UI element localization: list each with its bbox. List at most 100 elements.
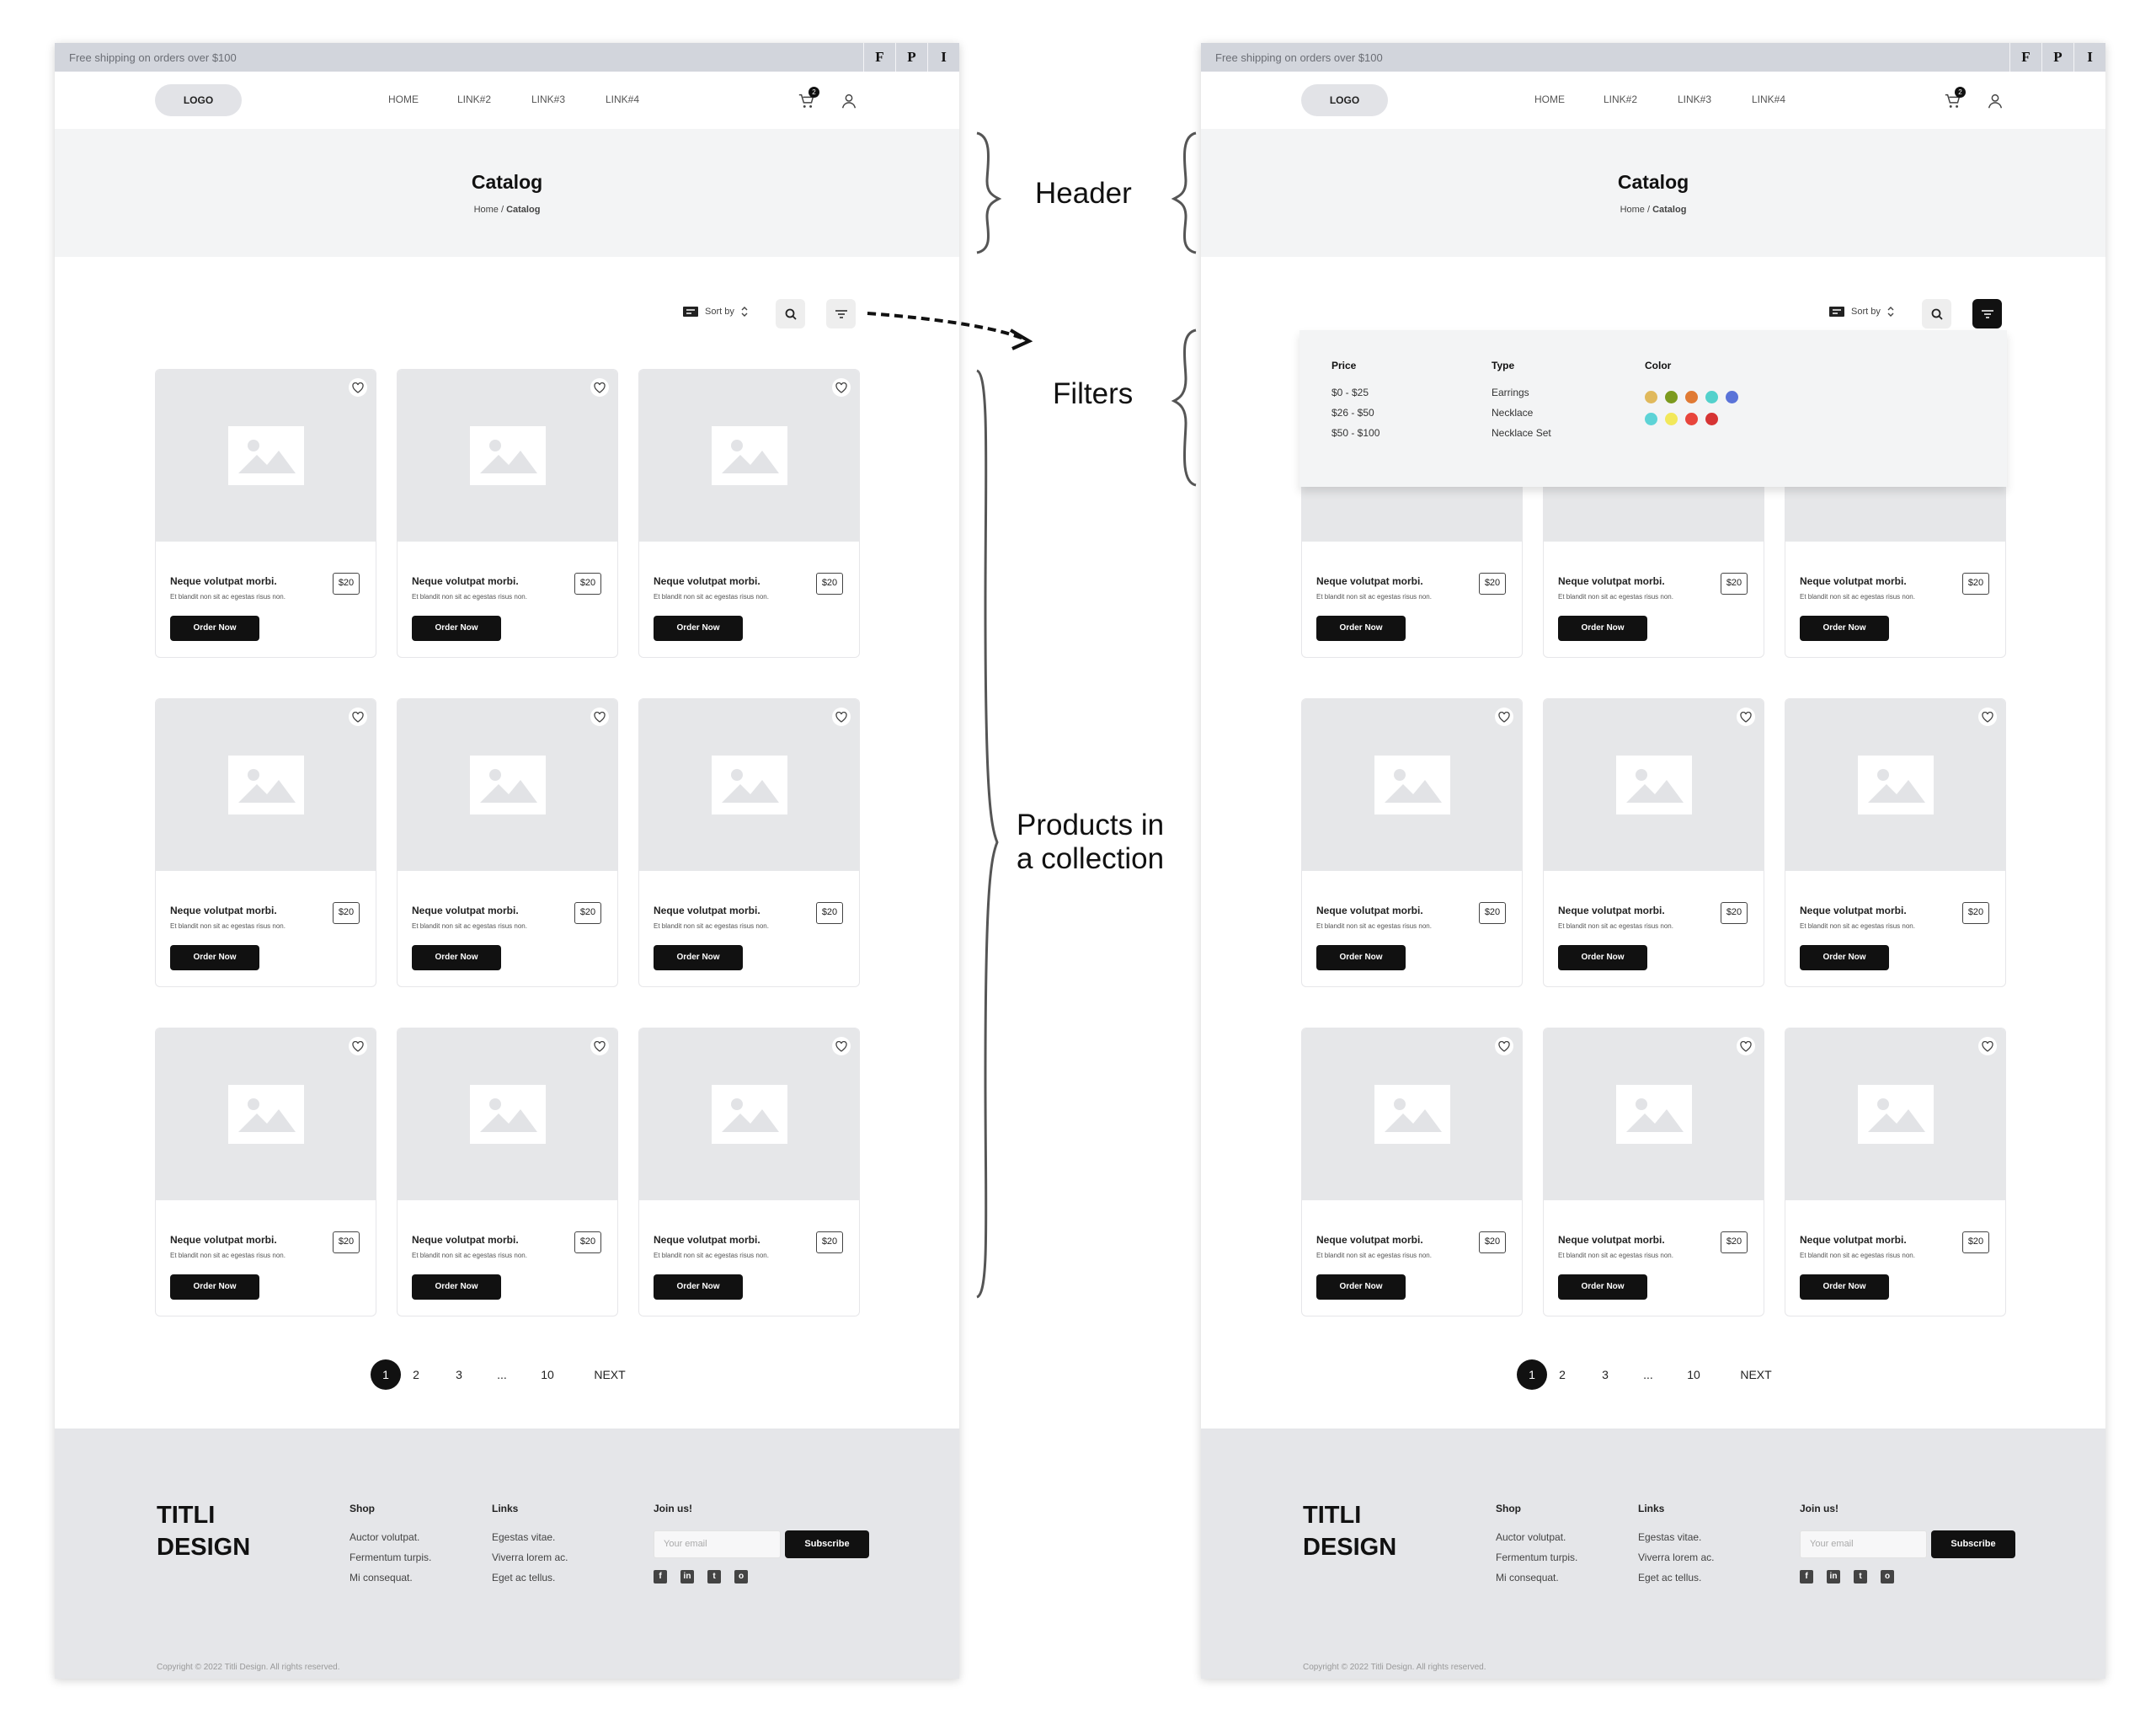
logo[interactable]: LOGO: [1301, 84, 1388, 116]
filter-button[interactable]: [1972, 299, 2002, 328]
color-swatch[interactable]: [1665, 391, 1678, 403]
footer-link[interactable]: Eget ac tellus.: [492, 1572, 556, 1583]
color-swatch[interactable]: [1705, 391, 1718, 403]
wishlist-heart-icon[interactable]: [1495, 708, 1513, 726]
product-card[interactable]: Neque volutpat morbi. Et blandit non sit…: [397, 369, 618, 658]
page-button-1[interactable]: 1: [371, 1359, 401, 1390]
color-swatch[interactable]: [1726, 391, 1738, 403]
wishlist-heart-icon[interactable]: [1978, 708, 1997, 726]
order-now-button[interactable]: Order Now: [1316, 616, 1406, 641]
linkedin-icon[interactable]: in: [1827, 1570, 1840, 1583]
nav-link-3[interactable]: LINK#3: [1678, 93, 1712, 105]
product-image[interactable]: [398, 699, 617, 871]
email-field[interactable]: Your email: [654, 1530, 781, 1558]
search-button[interactable]: [776, 299, 805, 328]
sort-dropdown[interactable]: Sort by: [682, 305, 749, 318]
instagram-icon[interactable]: o: [734, 1570, 748, 1583]
subscribe-button[interactable]: Subscribe: [1931, 1530, 2015, 1558]
wishlist-heart-icon[interactable]: [1737, 1037, 1755, 1055]
page-button-10[interactable]: 10: [541, 1368, 554, 1381]
product-image[interactable]: [1544, 1028, 1764, 1200]
color-swatch[interactable]: [1665, 413, 1678, 425]
order-now-button[interactable]: Order Now: [412, 1274, 501, 1300]
product-image[interactable]: [398, 370, 617, 542]
footer-shop-link[interactable]: Mi consequat.: [1496, 1572, 1559, 1583]
order-now-button[interactable]: Order Now: [170, 1274, 259, 1300]
product-image[interactable]: [639, 1028, 859, 1200]
price-option[interactable]: $0 - $25: [1331, 387, 1369, 398]
order-now-button[interactable]: Order Now: [654, 616, 743, 641]
product-image[interactable]: [1785, 1028, 2005, 1200]
sort-dropdown[interactable]: Sort by: [1828, 305, 1895, 318]
wishlist-heart-icon[interactable]: [349, 378, 367, 397]
filter-button[interactable]: [826, 299, 856, 328]
twitter-icon[interactable]: t: [707, 1570, 721, 1583]
product-card[interactable]: Neque volutpat morbi. Et blandit non sit…: [155, 1028, 376, 1316]
product-card[interactable]: Neque volutpat morbi. Et blandit non sit…: [1543, 1028, 1764, 1316]
wishlist-heart-icon[interactable]: [590, 708, 609, 726]
page-button-2[interactable]: 2: [1559, 1368, 1566, 1381]
product-card[interactable]: Neque volutpat morbi. Et blandit non sit…: [1301, 1028, 1523, 1316]
footer-link[interactable]: Eget ac tellus.: [1638, 1572, 1702, 1583]
color-swatch[interactable]: [1705, 413, 1718, 425]
price-option[interactable]: $50 - $100: [1331, 427, 1380, 439]
order-now-button[interactable]: Order Now: [654, 945, 743, 970]
color-swatch[interactable]: [1685, 391, 1698, 403]
page-button-3[interactable]: 3: [456, 1368, 462, 1381]
product-image[interactable]: [1302, 699, 1522, 871]
product-card[interactable]: Neque volutpat morbi. Et blandit non sit…: [397, 698, 618, 987]
breadcrumb-home[interactable]: Home /: [1620, 205, 1653, 215]
order-now-button[interactable]: Order Now: [1800, 616, 1889, 641]
wishlist-heart-icon[interactable]: [1978, 1037, 1997, 1055]
breadcrumb-home[interactable]: Home /: [473, 205, 507, 215]
product-image[interactable]: [1544, 699, 1764, 871]
order-now-button[interactable]: Order Now: [1316, 945, 1406, 970]
nav-link-2[interactable]: LINK#2: [1604, 93, 1638, 105]
order-now-button[interactable]: Order Now: [1558, 1274, 1647, 1300]
product-card[interactable]: Neque volutpat morbi. Et blandit non sit…: [397, 1028, 618, 1316]
product-image[interactable]: [1785, 699, 2005, 871]
product-card[interactable]: Neque volutpat morbi. Et blandit non sit…: [1543, 698, 1764, 987]
logo[interactable]: LOGO: [155, 84, 242, 116]
nav-link-3[interactable]: LINK#3: [531, 93, 566, 105]
order-now-button[interactable]: Order Now: [1316, 1274, 1406, 1300]
facebook-icon[interactable]: f: [654, 1570, 667, 1583]
product-image[interactable]: [639, 370, 859, 542]
color-swatch[interactable]: [1645, 413, 1657, 425]
order-now-button[interactable]: Order Now: [412, 616, 501, 641]
footer-shop-link[interactable]: Fermentum turpis.: [350, 1551, 432, 1563]
footer-link[interactable]: Viverra lorem ac.: [1638, 1551, 1715, 1563]
product-card[interactable]: Neque volutpat morbi. Et blandit non sit…: [1785, 698, 2006, 987]
social-link-p[interactable]: P: [2041, 43, 2073, 72]
order-now-button[interactable]: Order Now: [1800, 1274, 1889, 1300]
color-swatch[interactable]: [1645, 391, 1657, 403]
nav-link-home[interactable]: HOME: [1534, 93, 1565, 105]
instagram-icon[interactable]: o: [1881, 1570, 1894, 1583]
page-button-10[interactable]: 10: [1687, 1368, 1700, 1381]
type-option[interactable]: Earrings: [1492, 387, 1529, 398]
wishlist-heart-icon[interactable]: [349, 708, 367, 726]
wishlist-heart-icon[interactable]: [590, 378, 609, 397]
order-now-button[interactable]: Order Now: [1800, 945, 1889, 970]
footer-link[interactable]: Egestas vitae.: [1638, 1531, 1702, 1543]
footer-link[interactable]: Egestas vitae.: [492, 1531, 556, 1543]
order-now-button[interactable]: Order Now: [654, 1274, 743, 1300]
wishlist-heart-icon[interactable]: [832, 708, 851, 726]
nav-link-2[interactable]: LINK#2: [457, 93, 492, 105]
twitter-icon[interactable]: t: [1854, 1570, 1867, 1583]
order-now-button[interactable]: Order Now: [170, 945, 259, 970]
product-image[interactable]: [156, 1028, 376, 1200]
page-button-1[interactable]: 1: [1517, 1359, 1547, 1390]
footer-link[interactable]: Viverra lorem ac.: [492, 1551, 568, 1563]
type-option[interactable]: Necklace: [1492, 407, 1534, 419]
email-field[interactable]: Your email: [1800, 1530, 1927, 1558]
user-icon[interactable]: [840, 92, 858, 110]
order-now-button[interactable]: Order Now: [412, 945, 501, 970]
product-card[interactable]: Neque volutpat morbi. Et blandit non sit…: [638, 1028, 860, 1316]
user-icon[interactable]: [1986, 92, 2004, 110]
page-button-2[interactable]: 2: [413, 1368, 419, 1381]
nav-link-4[interactable]: LINK#4: [606, 93, 640, 105]
product-image[interactable]: [398, 1028, 617, 1200]
social-link-p[interactable]: P: [895, 43, 927, 72]
order-now-button[interactable]: Order Now: [170, 616, 259, 641]
